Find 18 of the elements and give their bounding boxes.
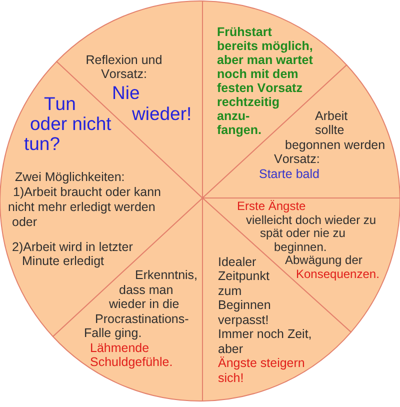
sector-text: 1)Arbeit braucht oder kann nicht mehr erledigt werden oder bbox=[8, 184, 162, 228]
sector-text: Vorsatz: bbox=[274, 152, 320, 166]
sector-text: 2)Arbeit wird in letzter Minute erledigt bbox=[12, 240, 133, 268]
warning-text: Lähmende Schuldgefühle. bbox=[90, 340, 173, 369]
pie-sector bbox=[202, 64, 400, 199]
sector-text: vielleicht doch wieder zu spät oder nie zu beginnen. bbox=[246, 212, 376, 254]
resolution-text: Starte bald bbox=[259, 166, 320, 180]
heading-text: Nie wieder! bbox=[112, 82, 192, 124]
warning-text: Erste Ängste bbox=[237, 199, 306, 213]
sector-text: Erkenntnis, dass man wieder in die Procrastinations- Falle ging. bbox=[84, 268, 198, 340]
question-text: Tun oder nicht tun? bbox=[24, 93, 112, 154]
sector-text: Idealer Zeitpunkt zum Beginnen verpasst! bbox=[218, 254, 271, 326]
sector-text: Abwägung der bbox=[285, 253, 362, 267]
sector-text: Zwei Möglichkeiten: bbox=[15, 170, 125, 184]
sector-text: Reflexion und Vorsatz: bbox=[86, 52, 162, 81]
warning-text: Ängste steigern sich! bbox=[218, 356, 305, 384]
sector-text: Immer noch Zeit, aber bbox=[218, 327, 312, 356]
warning-text: Konsequenzen. bbox=[296, 266, 380, 280]
